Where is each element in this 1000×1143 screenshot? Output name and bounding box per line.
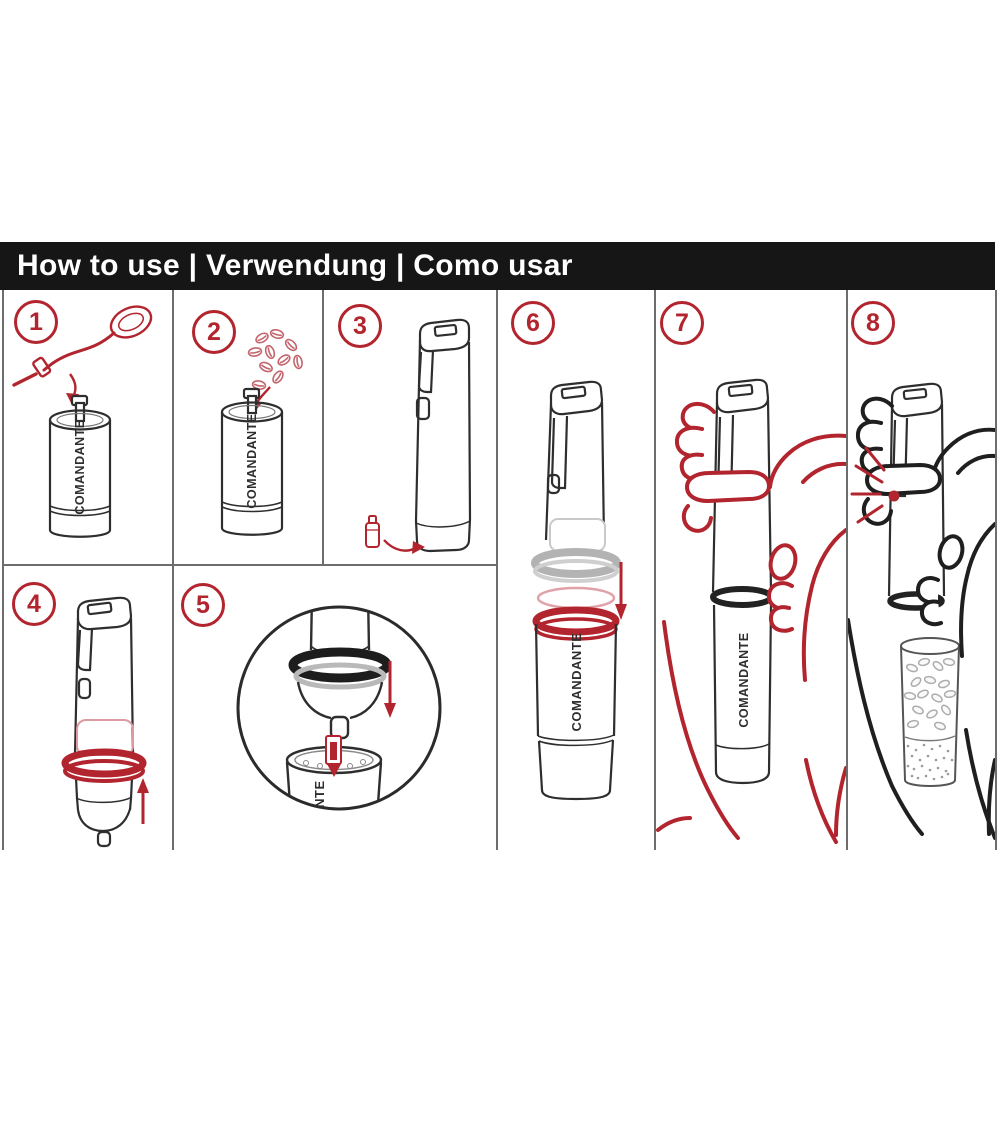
panel-divider [654,290,656,850]
step-panel-7: 7 COMANDANTE [656,290,846,850]
grind-setting-detail-magnified-illustration: DANTE [236,605,442,827]
step-panel-3: 3 [324,290,496,564]
step-number-badge: 4 [12,582,56,626]
step-number-badge: 5 [181,583,225,627]
step-number: 2 [207,317,221,346]
step-number-badge: 6 [511,301,555,345]
step-number: 4 [27,589,41,618]
header-bar: How to use | Verwendung | Como usar [0,242,995,290]
remove-crank-handle-illustration: COMANDANTE [12,305,153,538]
panel-divider [496,290,498,850]
attach-grounds-jar-illustration: COMANDANTE [531,380,627,801]
step-number: 6 [526,308,540,337]
step-number: 3 [353,311,367,340]
black-hands [848,396,995,840]
brand-label: COMANDANTE [569,633,584,732]
hold-grinder-two-hands-illustration: COMANDANTE [656,378,846,844]
step-number-badge: 1 [14,300,58,344]
brand-label: COMANDANTE [73,419,87,514]
step-number-badge: 7 [660,301,704,345]
step-number: 7 [675,308,689,337]
step-number: 5 [196,590,210,619]
brand-label: COMANDANTE [737,632,751,727]
brand-label: COMANDANTE [245,413,259,508]
step-number: 1 [29,307,43,336]
panel-divider [2,564,496,566]
whole-beans [903,657,957,731]
step-panel-6: 6 COMANDANTE [498,290,654,850]
step-panel-5: 5 [174,566,496,850]
step-number-badge: 3 [338,304,382,348]
click-spark-lines [850,446,886,524]
click-grind-adjustment-illustration [848,382,995,840]
click-button-dot [888,490,900,502]
step-panel-8: 8 [848,290,995,850]
upside-down-adjustment-ring-illustration [61,596,149,848]
step-number-badge: 2 [192,310,236,354]
panel-divider [322,290,324,565]
step-number-badge: 8 [851,301,895,345]
step-panel-4: 4 [4,566,172,850]
detach-grounds-jar-illustration [365,318,472,554]
step-panel-1: 1 COMANDANTE [4,290,172,564]
panel-divider [2,290,4,850]
brand-label-partial: DANTE [312,780,327,827]
ground-coffee-dots [906,743,954,781]
panel-divider [995,290,997,850]
red-hands [656,402,846,844]
page-title: How to use | Verwendung | Como usar [17,249,573,282]
step-panel-2: 2 [174,290,322,564]
panel-divider [172,290,174,850]
pour-coffee-beans-illustration: COMANDANTE [220,328,303,536]
step-number: 8 [866,308,880,337]
panel-divider [846,290,848,850]
